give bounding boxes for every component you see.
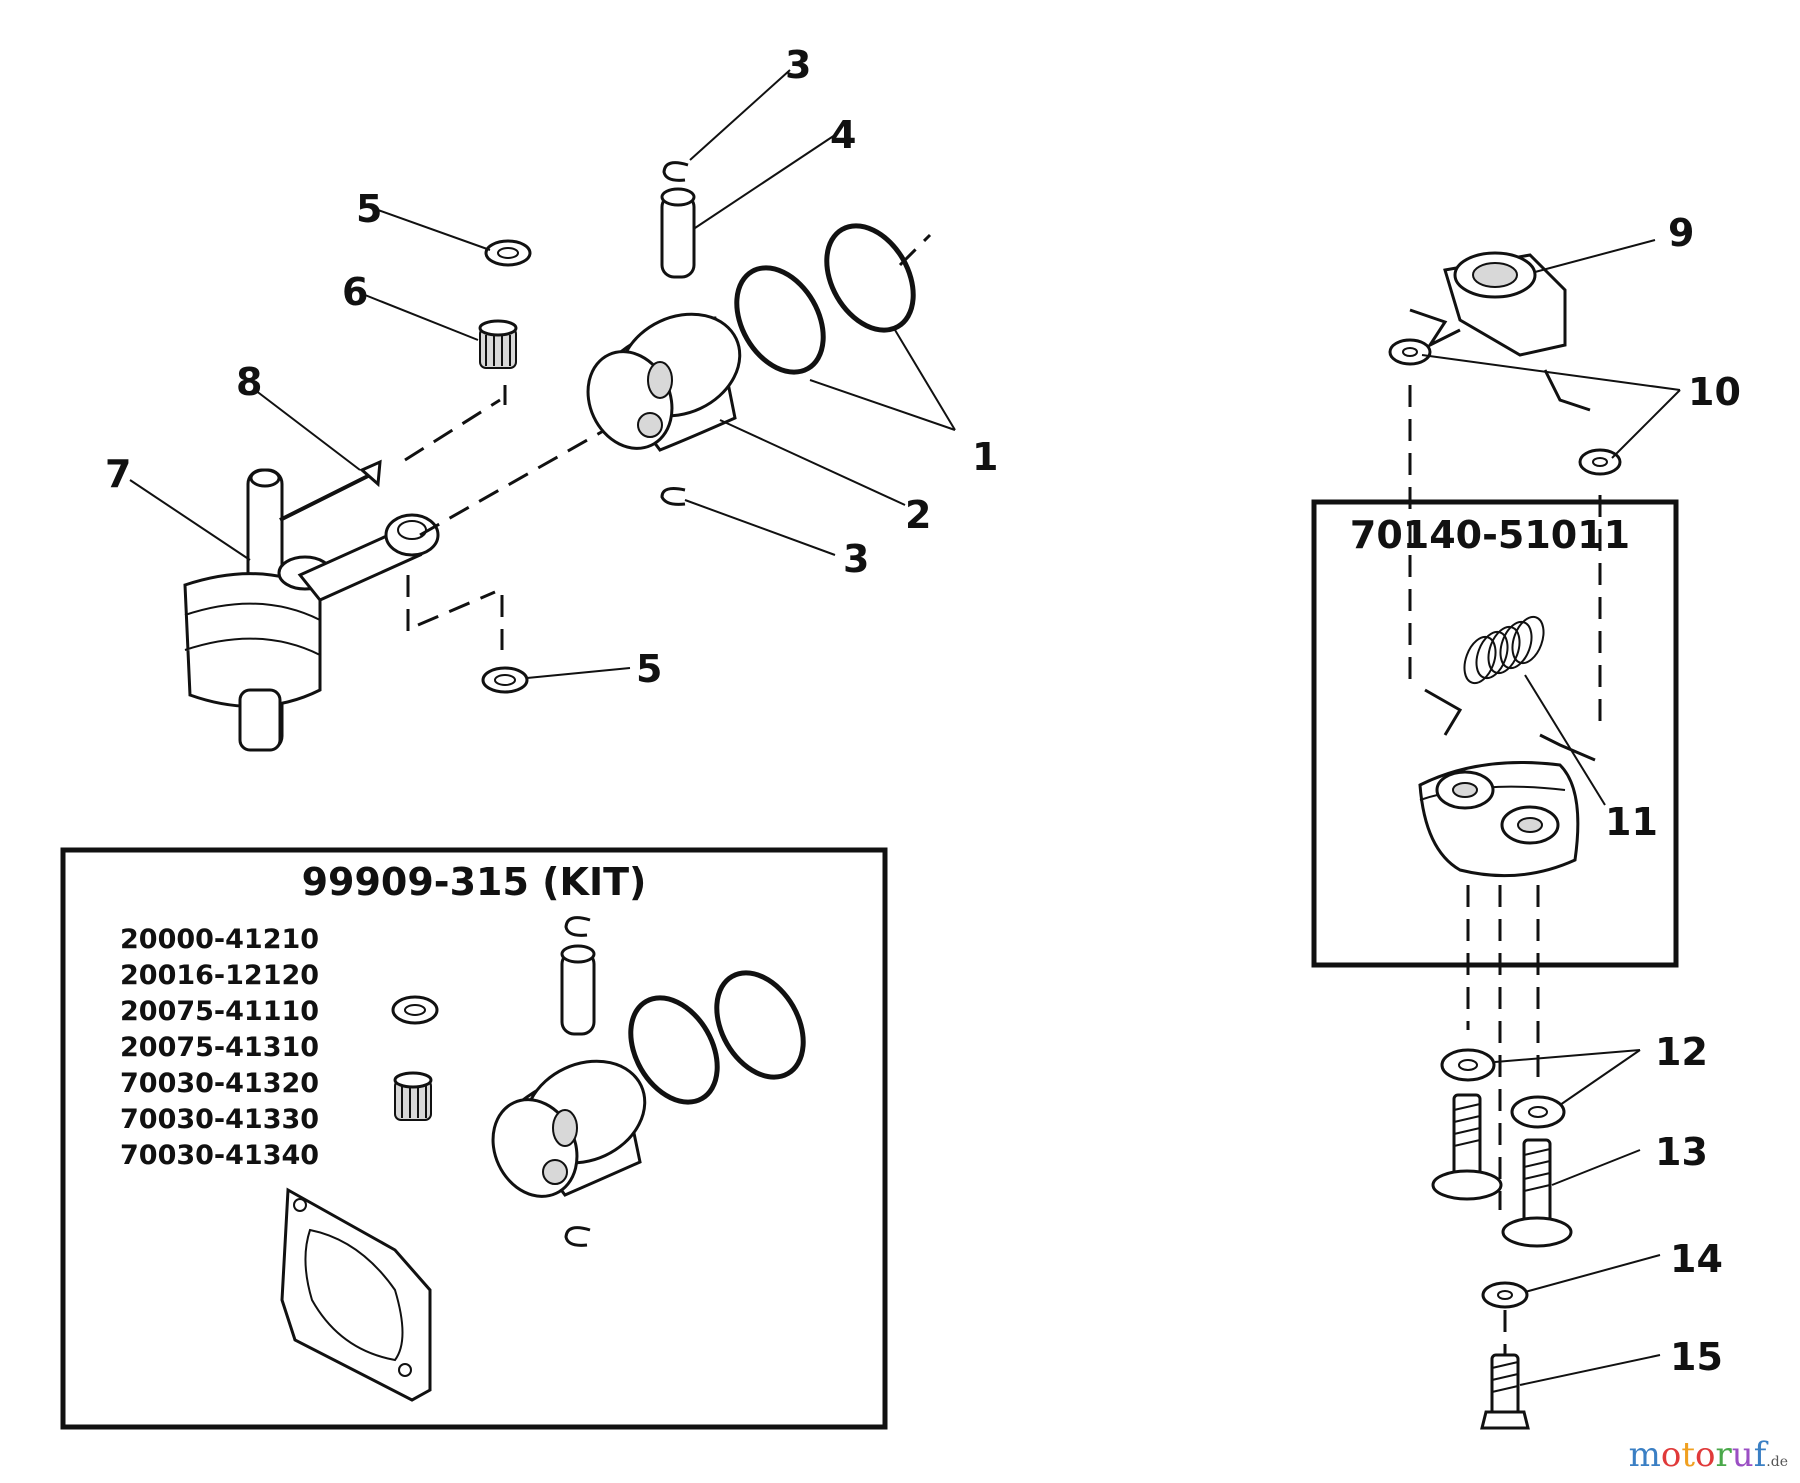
- callout-14: 14: [1670, 1237, 1723, 1281]
- kit-part-number: 20016-12120: [120, 960, 319, 991]
- clutch-assembly-part-number: 70140-51011: [1350, 513, 1630, 557]
- shoulder-bolt-left: [1431, 1093, 1503, 1201]
- piston-pin: [660, 187, 696, 279]
- clutch-hub: [1443, 251, 1567, 357]
- callout-1: 1: [972, 435, 998, 479]
- callout-3-top: 3: [785, 43, 811, 87]
- washer-10-right: [1578, 448, 1622, 476]
- clutch-shoes: [1418, 761, 1580, 878]
- callout-10: 10: [1688, 370, 1741, 414]
- alignment-line: [404, 398, 501, 462]
- washer-12-right: [1510, 1095, 1566, 1129]
- alignment-line: [419, 428, 606, 537]
- callout-9: 9: [1668, 211, 1694, 255]
- alignment-line: [417, 590, 496, 627]
- piston-ring-inner: [734, 265, 826, 375]
- kit-part-number: 20075-41110: [120, 996, 319, 1027]
- callout-7: 7: [105, 452, 131, 496]
- callout-13: 13: [1655, 1130, 1708, 1174]
- piston: [586, 312, 742, 452]
- kit-piston: [491, 1059, 647, 1198]
- callout-8: 8: [236, 360, 262, 404]
- kit-needle-bearing: [393, 1071, 433, 1121]
- thrust-washer-top: [484, 239, 532, 267]
- callout-4: 4: [830, 113, 856, 157]
- kit-title: 99909-315 (KIT): [302, 860, 647, 904]
- kit-circlip-bottom: [564, 1226, 591, 1247]
- callout-5-bottom: 5: [636, 647, 662, 691]
- kit-part-number: 20075-41310: [120, 1032, 319, 1063]
- washer-14: [1481, 1281, 1529, 1309]
- circlip-top: [662, 161, 689, 182]
- kit-part-number: 70030-41320: [120, 1068, 319, 1099]
- kit-piston-ring-outer: [714, 970, 806, 1080]
- kit-piston-pin: [560, 944, 596, 1036]
- clutch-spring: [1463, 615, 1545, 685]
- kit-box: [60, 847, 888, 1430]
- circlip-bottom: [660, 487, 686, 506]
- callout-2: 2: [905, 493, 931, 537]
- watermark-logo: motoruf.de: [1628, 1435, 1788, 1475]
- connecting-rod: [297, 513, 440, 602]
- kit-part-number: 20000-41210: [120, 924, 319, 955]
- kit-piston-ring-inner: [628, 995, 720, 1105]
- shoulder-bolt-right: [1501, 1138, 1573, 1248]
- callout-5-top: 5: [356, 187, 382, 231]
- crankshaft: [183, 468, 333, 752]
- callout-6: 6: [342, 270, 368, 314]
- clutch-assembly-box: [1311, 499, 1679, 968]
- kit-washer: [391, 995, 439, 1025]
- washer-10-left: [1388, 338, 1432, 366]
- bolt-15: [1480, 1353, 1530, 1430]
- washer-12-left: [1440, 1048, 1496, 1082]
- kit-part-number: 70030-41340: [120, 1140, 319, 1171]
- callout-15: 15: [1670, 1335, 1723, 1379]
- thrust-washer-bottom: [481, 666, 529, 694]
- kit-circlip-top: [564, 916, 591, 937]
- callout-11: 11: [1605, 800, 1658, 844]
- kit-part-number: 70030-41330: [120, 1104, 319, 1135]
- kit-gasket: [280, 1187, 432, 1402]
- callout-3-bottom: 3: [843, 537, 869, 581]
- piston-ring-outer: [824, 223, 916, 333]
- needle-bearing: [478, 319, 518, 369]
- crank-pin: [279, 459, 382, 522]
- callout-12: 12: [1655, 1030, 1708, 1074]
